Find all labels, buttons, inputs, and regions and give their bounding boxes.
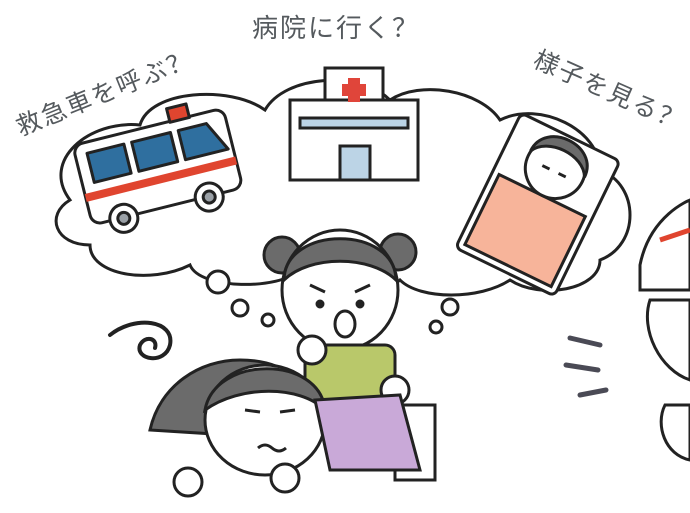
sick-person-in-bed-icon [456, 113, 620, 296]
worried-child [262, 228, 437, 482]
rescuer-partial [638, 198, 690, 462]
hospital-icon [288, 66, 420, 182]
collapsed-person [148, 358, 422, 498]
dizzy-swirl-icon [108, 320, 173, 361]
label-go-hospital: 病院に行く？ [252, 14, 421, 44]
ambulance-icon [73, 102, 243, 234]
alert-lines-icon [563, 335, 609, 398]
thought-bubbles [205, 269, 460, 335]
